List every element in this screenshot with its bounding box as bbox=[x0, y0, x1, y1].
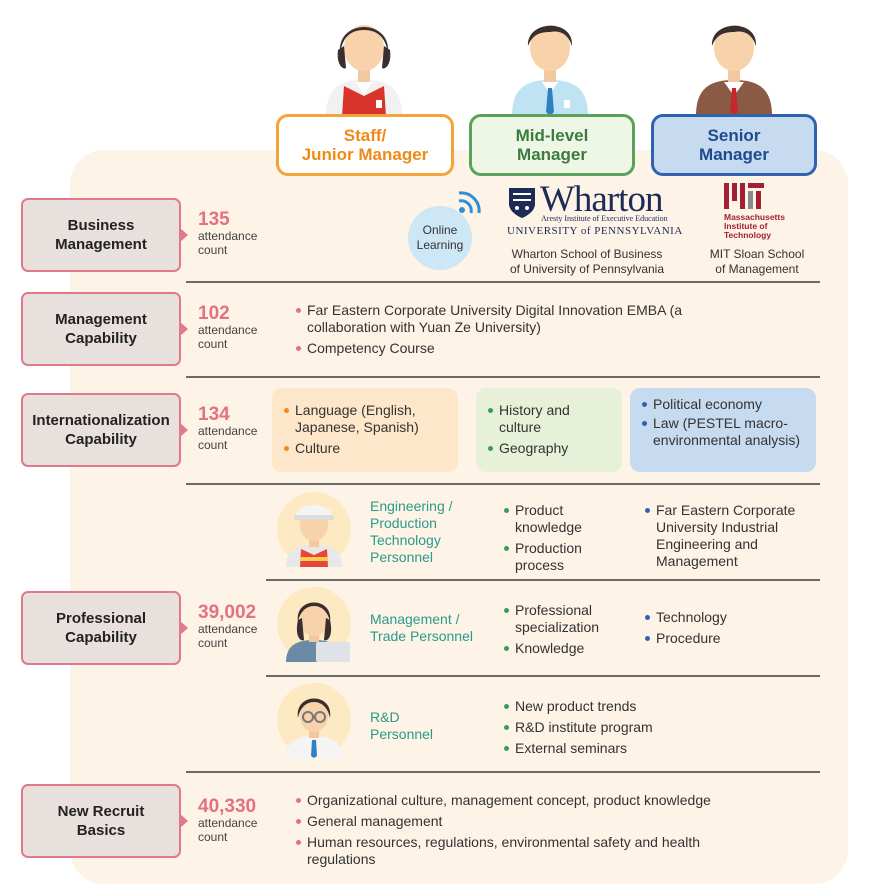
management-list: Far Eastern Corporate University Digital… bbox=[296, 302, 716, 361]
count-label: attendance count bbox=[198, 622, 258, 650]
list-item: Knowledge bbox=[504, 640, 624, 657]
list-item: Culture bbox=[284, 440, 448, 457]
list-item: Far Eastern Corporate University Digital… bbox=[296, 302, 716, 336]
list-item: Product knowledge bbox=[504, 502, 624, 536]
mit-logo-icon bbox=[724, 183, 764, 209]
count-value: 134 bbox=[198, 404, 230, 425]
list-item: Procedure bbox=[645, 630, 815, 647]
list-item: History and culture bbox=[488, 402, 612, 436]
count-label: attendance count bbox=[198, 424, 258, 452]
role-senior-manager: Senior Manager bbox=[651, 114, 817, 176]
count-professional: 39,002 attendance count bbox=[198, 603, 278, 650]
count-label: attendance count bbox=[198, 323, 258, 351]
count-management: 102 attendance count bbox=[198, 304, 278, 351]
background-panel bbox=[70, 150, 848, 884]
trade-mid-list: Professional specialization Knowledge bbox=[504, 602, 624, 661]
online-learning-badge: Online Learning bbox=[408, 206, 472, 270]
count-label: attendance count bbox=[198, 229, 258, 257]
count-business: 135 attendance count bbox=[198, 210, 278, 257]
list-item: Professional specialization bbox=[504, 602, 624, 636]
engineering-mid-list: Product knowledge Production process bbox=[504, 502, 624, 578]
divider bbox=[266, 675, 820, 677]
wharton-wordmark: Wharton bbox=[540, 179, 663, 220]
list-item: Law (PESTEL macro-environmental analysis… bbox=[642, 415, 806, 449]
count-value: 102 bbox=[198, 303, 230, 324]
rnd-personnel-avatar-icon bbox=[277, 683, 351, 758]
staff-international-box: Language (English, Japanese, Spanish) Cu… bbox=[272, 388, 458, 472]
category-business-management: Business Management bbox=[21, 198, 188, 272]
wifi-icon bbox=[458, 191, 481, 214]
mit-logo: Massachusetts Institute of Technology bbox=[724, 183, 794, 243]
senior-manager-avatar-icon bbox=[696, 25, 772, 116]
trade-senior-list: Technology Procedure bbox=[645, 609, 815, 651]
wharton-sub: Aresty Institute of Executive Education bbox=[541, 214, 668, 223]
senior-international-box: Political economy Law (PESTEL macro-envi… bbox=[630, 388, 816, 472]
trade-title: Management / Trade Personnel bbox=[370, 611, 473, 644]
list-item: Technology bbox=[645, 609, 815, 626]
mid-international-box: History and culture Geography bbox=[476, 388, 622, 472]
senior-international-list: Political economy Law (PESTEL macro-envi… bbox=[642, 396, 806, 449]
count-value: 135 bbox=[198, 209, 230, 230]
role-staff-junior-manager: Staff/ Junior Manager bbox=[276, 114, 454, 176]
divider bbox=[186, 376, 820, 378]
list-item: Language (English, Japanese, Spanish) bbox=[284, 402, 448, 436]
list-item: Political economy bbox=[642, 396, 806, 413]
count-value: 39,002 bbox=[198, 602, 257, 623]
mid-manager-avatar-icon bbox=[512, 25, 588, 116]
mit-wordmark: Massachusetts Institute of Technology bbox=[724, 212, 785, 240]
list-item: Production process bbox=[504, 540, 624, 574]
mid-international-list: History and culture Geography bbox=[488, 402, 612, 457]
divider bbox=[186, 483, 820, 485]
upenn-wordmark: UNIVERSITY of PENNSYLVANIA bbox=[507, 225, 683, 237]
list-item: Human resources, regulations, environmen… bbox=[296, 834, 766, 868]
list-item: General management bbox=[296, 813, 766, 830]
list-item: Competency Course bbox=[296, 340, 716, 357]
count-value: 40,330 bbox=[198, 796, 257, 817]
list-item: New product trends bbox=[504, 698, 744, 715]
role-mid-level-manager: Mid-level Manager bbox=[469, 114, 635, 176]
staff-international-list: Language (English, Japanese, Spanish) Cu… bbox=[284, 402, 448, 457]
recruit-list: Organizational culture, management conce… bbox=[296, 792, 766, 872]
divider bbox=[186, 771, 820, 773]
wharton-logo: Wharton Aresty Institute of Executive Ed… bbox=[507, 179, 682, 244]
rnd-mid-list: New product trends R&D institute program… bbox=[504, 698, 744, 761]
count-international: 134 attendance count bbox=[198, 405, 278, 452]
category-new-recruit-basics: New Recruit Basics bbox=[21, 784, 188, 858]
engineering-senior-list: Far Eastern Corporate University Industr… bbox=[645, 502, 815, 574]
divider bbox=[266, 579, 820, 581]
list-item: Geography bbox=[488, 440, 612, 457]
list-item: Organizational culture, management conce… bbox=[296, 792, 766, 809]
mit-caption: MIT Sloan School of Management bbox=[709, 247, 805, 276]
count-label: attendance count bbox=[198, 816, 258, 844]
divider bbox=[186, 281, 820, 283]
trade-personnel-avatar-icon bbox=[277, 587, 351, 662]
count-recruit: 40,330 attendance count bbox=[198, 797, 278, 844]
penn-shield-icon bbox=[509, 188, 535, 218]
category-management-capability: Management Capability bbox=[21, 292, 188, 366]
engineering-title: Engineering / Production Technology Pers… bbox=[370, 498, 453, 565]
staff-avatar-icon bbox=[326, 25, 402, 116]
rnd-title: R&D Personnel bbox=[370, 709, 434, 742]
category-internationalization-capability: Internationalization Capability bbox=[21, 393, 188, 467]
engineer-avatar-icon bbox=[277, 492, 351, 567]
list-item: R&D institute program bbox=[504, 719, 744, 736]
wharton-caption: Wharton School of Business of University… bbox=[509, 247, 665, 276]
category-professional-capability: Professional Capability bbox=[21, 591, 188, 665]
list-item: Far Eastern Corporate University Industr… bbox=[645, 502, 815, 570]
list-item: External seminars bbox=[504, 740, 744, 757]
